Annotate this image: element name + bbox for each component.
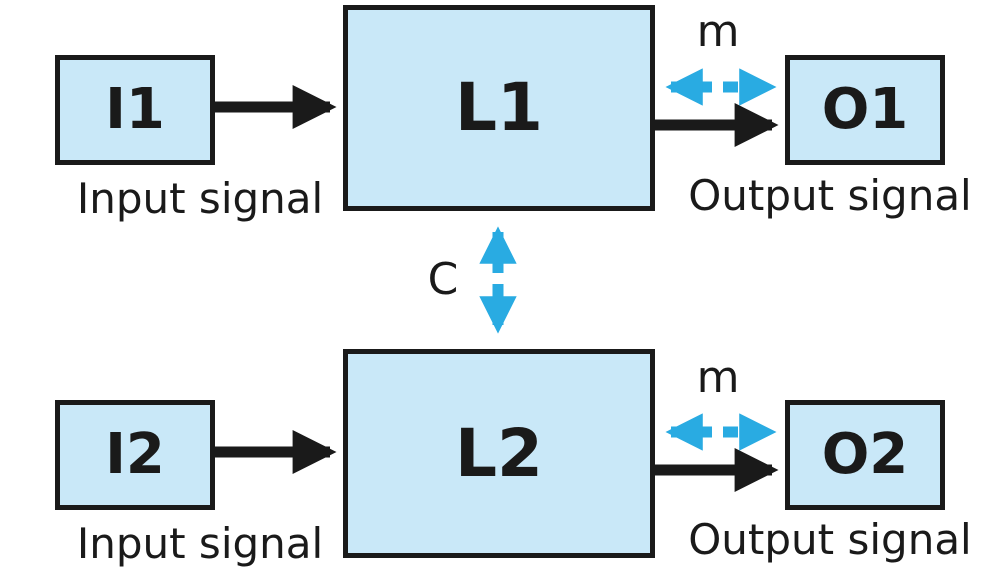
input-box-i1: I1	[55, 55, 215, 165]
system-box-l1: L1	[343, 5, 655, 211]
input-signal-caption-top: Input signal	[76, 174, 324, 223]
measurement-label-bottom: m	[696, 352, 740, 403]
output-box-o1: O1	[785, 55, 945, 165]
system-box-l2: L2	[343, 349, 655, 558]
output-signal-caption-top: Output signal	[688, 171, 972, 220]
output-signal-caption-bottom: Output signal	[688, 515, 972, 564]
output-box-o1-label: O1	[821, 77, 909, 142]
system-box-l1-label: L1	[455, 69, 543, 146]
input-signal-caption-bottom: Input signal	[76, 519, 324, 568]
output-box-o2: O2	[785, 400, 945, 510]
input-box-i1-label: I1	[105, 77, 165, 142]
coupling-label-c: C	[427, 254, 459, 305]
input-box-i2-label: I2	[105, 422, 165, 487]
system-box-l2-label: L2	[455, 414, 543, 492]
output-box-o2-label: O2	[821, 422, 909, 487]
measurement-label-top: m	[696, 6, 740, 57]
input-box-i2: I2	[55, 400, 215, 510]
